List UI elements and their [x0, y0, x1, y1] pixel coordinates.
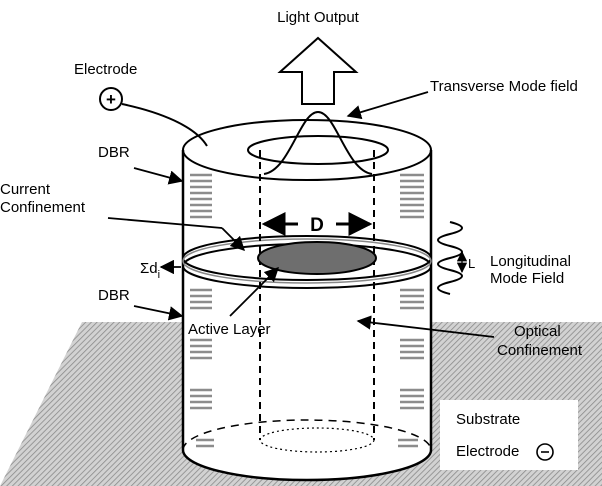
optical-line2: Confinement: [497, 342, 583, 359]
substrate-label-box: [440, 400, 578, 470]
dbr-top-stripes: [190, 173, 424, 219]
optical-line1: Optical: [514, 323, 561, 340]
optical-column: [259, 150, 375, 440]
dbr-bottom-label: DBR: [98, 287, 130, 304]
electrode-plus-icon: [99, 87, 123, 111]
longitudinal-line2: Mode Field: [490, 270, 564, 287]
sum-d-label: Σdi: [140, 260, 160, 281]
electrode-label: Electrode: [74, 61, 137, 78]
longitudinal-wave: [437, 221, 463, 295]
vcsel-cylinder: [181, 119, 433, 482]
longitudinal-line1: Longitudinal: [490, 253, 571, 270]
dbr-top-label: DBR: [98, 144, 130, 161]
light-output-arrow: [277, 36, 359, 105]
svg-text:+: +: [106, 90, 116, 109]
electrode-wire: [121, 103, 208, 147]
current-confinement-line1: Current: [0, 181, 51, 198]
active-layer-disk: [257, 241, 377, 275]
active-layer-label: Active Layer: [188, 321, 271, 338]
light-output-label: Light Output: [277, 9, 360, 26]
confinement-rings: [182, 235, 432, 289]
substrate-label: Substrate: [456, 411, 520, 428]
column-bottom-dotted: [259, 427, 375, 453]
transverse-label: Transverse Mode field: [430, 78, 578, 95]
aperture-d-label: D: [310, 215, 324, 236]
dbr-bottom-stripes: [190, 288, 424, 448]
transverse-mode-curve: [263, 110, 373, 175]
substrate-electrode-label: Electrode: [456, 443, 519, 460]
current-confinement-line2: Confinement: [0, 199, 86, 216]
length-l-label: L: [468, 256, 475, 271]
